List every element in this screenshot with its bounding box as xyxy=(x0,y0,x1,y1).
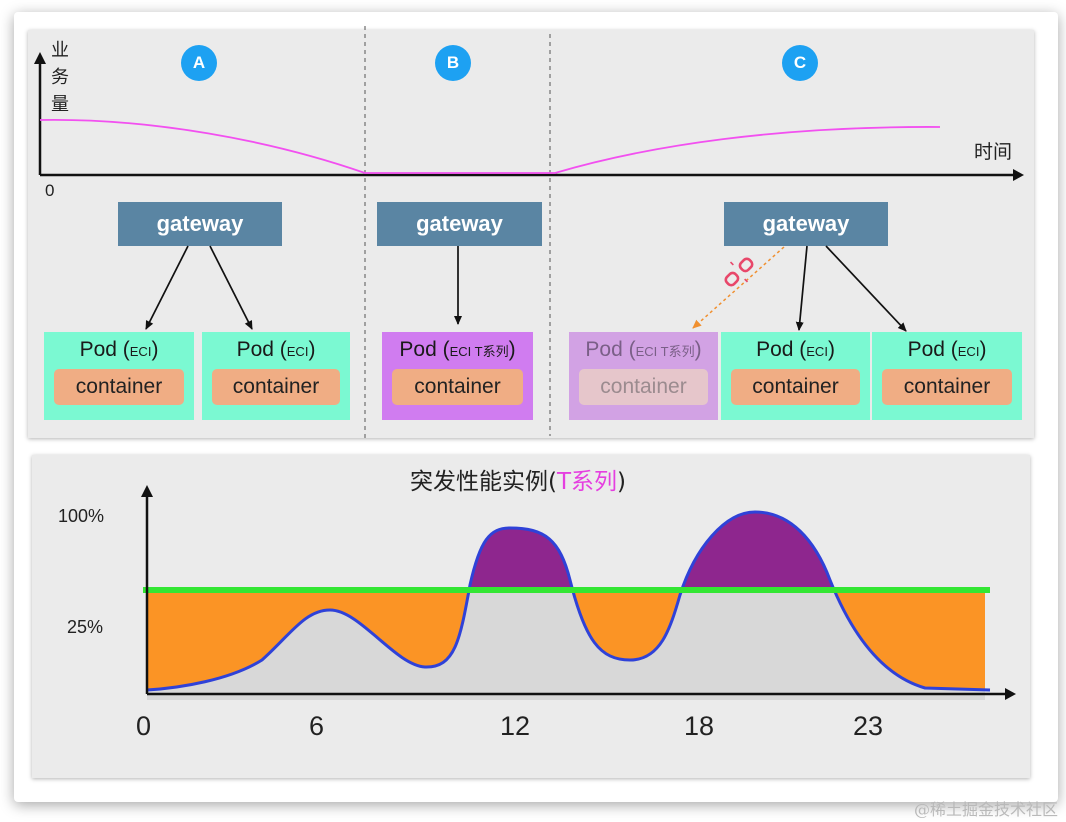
x-tick-0: 0 xyxy=(136,711,152,741)
pod-c1-disconnected: Pod (ECI T系列) container xyxy=(569,332,718,420)
gateway-c: gateway xyxy=(724,202,888,246)
y-tick-25: 25% xyxy=(67,617,104,637)
burst-chart-axes xyxy=(141,485,1016,700)
pod-a2: Pod (ECI) container xyxy=(202,332,350,420)
pod-a2-title: Pod (ECI) xyxy=(236,338,316,361)
pod-a1-container: container xyxy=(54,369,184,405)
pod-b1-title: Pod (ECI T系列) xyxy=(399,338,516,361)
top-x-axis-arrow xyxy=(1013,169,1024,181)
pod-a1-title: Pod (ECI) xyxy=(79,338,159,361)
x-tick-12: 12 xyxy=(500,711,531,741)
x-tick-18: 18 xyxy=(684,711,715,741)
gateway-b: gateway xyxy=(377,202,542,246)
x-axis-label: 时间 xyxy=(974,141,1013,163)
pod-b1-container: container xyxy=(392,369,523,405)
usage-line xyxy=(146,510,991,692)
section-b-badge: B xyxy=(435,45,471,81)
bottom-x-axis-arrow xyxy=(1005,688,1016,700)
y-tick-100: 100% xyxy=(58,506,105,526)
x-tick-23: 23 xyxy=(853,711,884,741)
pod-a1: Pod (ECI) container xyxy=(44,332,194,420)
broken-link-icon xyxy=(724,257,754,287)
traffic-curve xyxy=(39,118,941,174)
pod-c3-container: container xyxy=(882,369,1012,405)
gateway-a: gateway xyxy=(118,202,282,246)
pod-c2-title: Pod (ECI) xyxy=(756,338,835,361)
burst-chart-title: 突发性能实例(T系列) xyxy=(410,469,627,495)
y-axis-label-1: 业 xyxy=(51,40,69,61)
pod-c3: Pod (ECI) container xyxy=(872,332,1022,420)
pod-c1-title: Pod (ECI T系列) xyxy=(585,338,702,361)
arrow-gateway-c-pod-c3 xyxy=(825,245,907,332)
section-c-badge: C xyxy=(782,45,818,81)
pod-a2-container: container xyxy=(212,369,340,405)
arrow-gateway-a-pod-a1 xyxy=(145,245,189,330)
top-y-axis-arrow xyxy=(34,52,46,64)
arrow-gateway-c-pod-c1-disconnected xyxy=(692,246,785,329)
arrow-gateway-c-pod-c2 xyxy=(795,245,808,331)
top-axes xyxy=(34,52,1024,181)
bottom-y-axis-arrow xyxy=(141,485,153,497)
y-axis-label-2: 务 xyxy=(51,67,69,88)
pod-c2-container: container xyxy=(731,369,860,405)
pod-c2: Pod (ECI) container xyxy=(721,332,870,420)
y-axis-label-3: 量 xyxy=(51,94,69,115)
burst-chart-areas xyxy=(143,510,991,700)
section-a-badge: A xyxy=(181,45,217,81)
pod-b1: Pod (ECI T系列) container xyxy=(382,332,533,420)
pod-c1-container: container xyxy=(579,369,708,405)
arrow-gateway-a-pod-a2 xyxy=(209,245,253,330)
x-tick-6: 6 xyxy=(309,711,325,741)
pod-c3-title: Pod (ECI) xyxy=(907,338,987,361)
watermark: @稀土掘金技术社区 xyxy=(913,800,1058,819)
origin-label: 0 xyxy=(45,181,55,200)
